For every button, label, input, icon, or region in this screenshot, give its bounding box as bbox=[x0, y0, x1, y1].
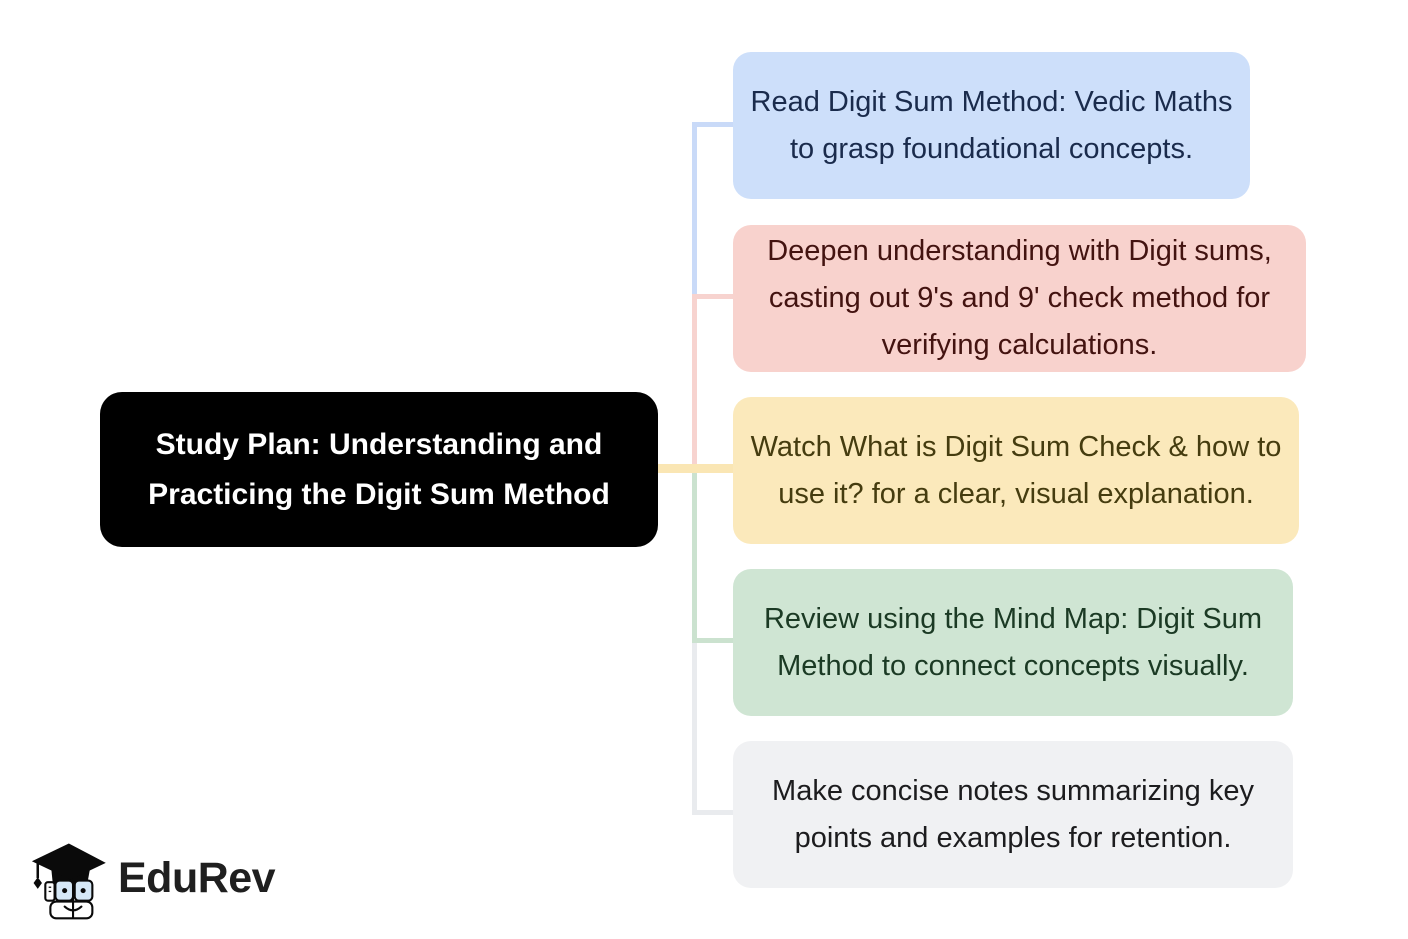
connector-branch-5 bbox=[692, 810, 736, 815]
edurev-logo-text: EduRev bbox=[118, 853, 276, 902]
edurev-mascot-graduation-cap-icon bbox=[31, 843, 106, 920]
branch-node-deepen[interactable]: Deepen understanding with Digit sums, ca… bbox=[733, 225, 1306, 372]
branch-node-read[interactable]: Read Digit Sum Method: Vedic Maths to gr… bbox=[733, 52, 1250, 199]
connector-center-branch-3 bbox=[656, 464, 736, 473]
center-node-label: Study Plan: Understanding and Practicing… bbox=[148, 427, 610, 511]
connector-branch-4 bbox=[692, 638, 736, 643]
center-node[interactable]: Study Plan: Understanding and Practicing… bbox=[100, 392, 658, 547]
branch-node-label: Deepen understanding with Digit sums, ca… bbox=[767, 235, 1272, 361]
branch-node-watch[interactable]: Watch What is Digit Sum Check & how to u… bbox=[733, 397, 1299, 544]
connector-branch-1 bbox=[692, 122, 736, 127]
branch-node-label: Make concise notes summarizing key point… bbox=[772, 774, 1254, 854]
branch-node-notes[interactable]: Make concise notes summarizing key point… bbox=[733, 741, 1293, 888]
edurev-logo[interactable]: EduRev bbox=[26, 836, 276, 920]
branch-node-label: Read Digit Sum Method: Vedic Maths to gr… bbox=[750, 85, 1233, 165]
connector-trunk-segment-4 bbox=[692, 643, 697, 811]
branch-node-label: Review using the Mind Map: Digit Sum Met… bbox=[763, 602, 1263, 682]
connector-trunk-segment-1 bbox=[692, 122, 697, 294]
connector-trunk-segment-2 bbox=[692, 294, 697, 464]
connector-branch-2 bbox=[692, 294, 736, 299]
branch-node-review[interactable]: Review using the Mind Map: Digit Sum Met… bbox=[733, 569, 1293, 716]
branch-node-label: Watch What is Digit Sum Check & how to u… bbox=[750, 430, 1282, 510]
connector-trunk-segment-3 bbox=[692, 473, 697, 639]
